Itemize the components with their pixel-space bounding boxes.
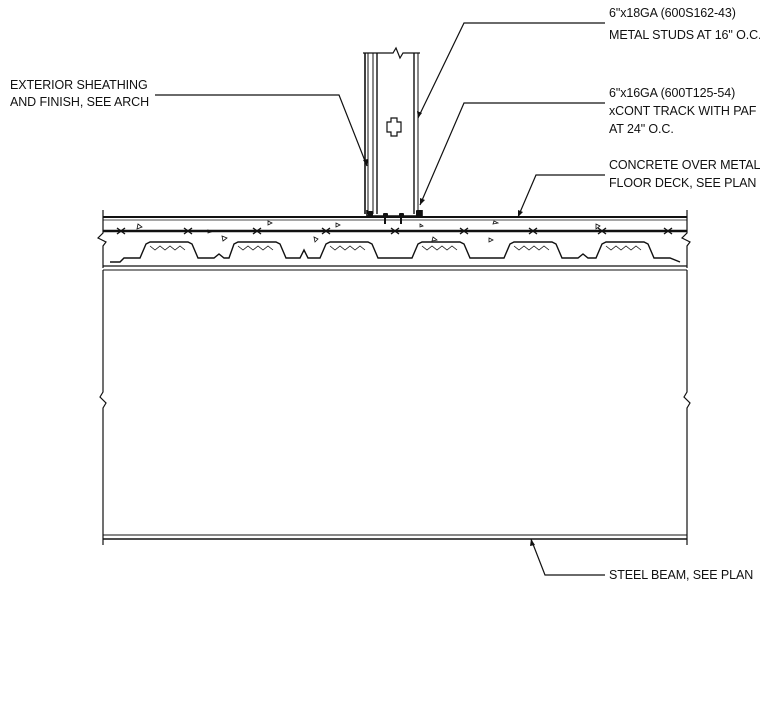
note-sheathing-line1: EXTERIOR SHEATHING [10, 78, 148, 92]
powder-actuated-fasteners [368, 210, 422, 224]
note-beam-line1: STEEL BEAM, SEE PLAN [609, 568, 753, 582]
stud-knockout [386, 117, 402, 137]
leader-arrowheads [363, 111, 535, 546]
note-deck-line1: CONCRETE OVER METAL [609, 158, 760, 172]
leader-lines [155, 22, 605, 576]
note-studs-line2: METAL STUDS AT 16" O.C. [609, 28, 760, 42]
note-steel-beam: STEEL BEAM, SEE PLAN [609, 568, 753, 582]
beam-left-break-line [99, 270, 107, 545]
leader-deck [517, 174, 605, 218]
note-metal-studs: 6"x18GA (600S162-43) METAL STUDS AT 16" … [609, 6, 760, 42]
note-studs-line1: 6"x18GA (600S162-43) [609, 6, 736, 20]
metal-deck-profile [110, 241, 681, 263]
note-cont-track: 6"x16GA (600T125-54) xCONT TRACK WITH PA… [609, 86, 757, 136]
concrete-aggregate [136, 220, 601, 243]
note-track-line2: xCONT TRACK WITH PAF [609, 104, 757, 118]
note-track-line3: AT 24" O.C. [609, 122, 674, 136]
note-track-line1: 6"x16GA (600T125-54) [609, 86, 735, 100]
note-deck-line2: FLOOR DECK, SEE PLAN [609, 176, 756, 190]
metal-stud-wall [363, 46, 423, 224]
leader-studs [417, 22, 605, 119]
beam-right-break-line [683, 270, 691, 545]
steel-beam [99, 265, 691, 545]
stud-break-line [363, 46, 420, 60]
note-sheathing-line2: AND FINISH, SEE ARCH [10, 95, 149, 109]
leader-beam [530, 538, 605, 576]
leader-track [419, 102, 605, 206]
note-concrete-deck: CONCRETE OVER METAL FLOOR DECK, SEE PLAN [609, 158, 760, 190]
rebar-ties [116, 227, 673, 235]
note-exterior-sheathing: EXTERIOR SHEATHING AND FINISH, SEE ARCH [10, 78, 149, 109]
leader-sheathing [155, 94, 368, 167]
concrete-slab-on-deck [96, 210, 691, 268]
